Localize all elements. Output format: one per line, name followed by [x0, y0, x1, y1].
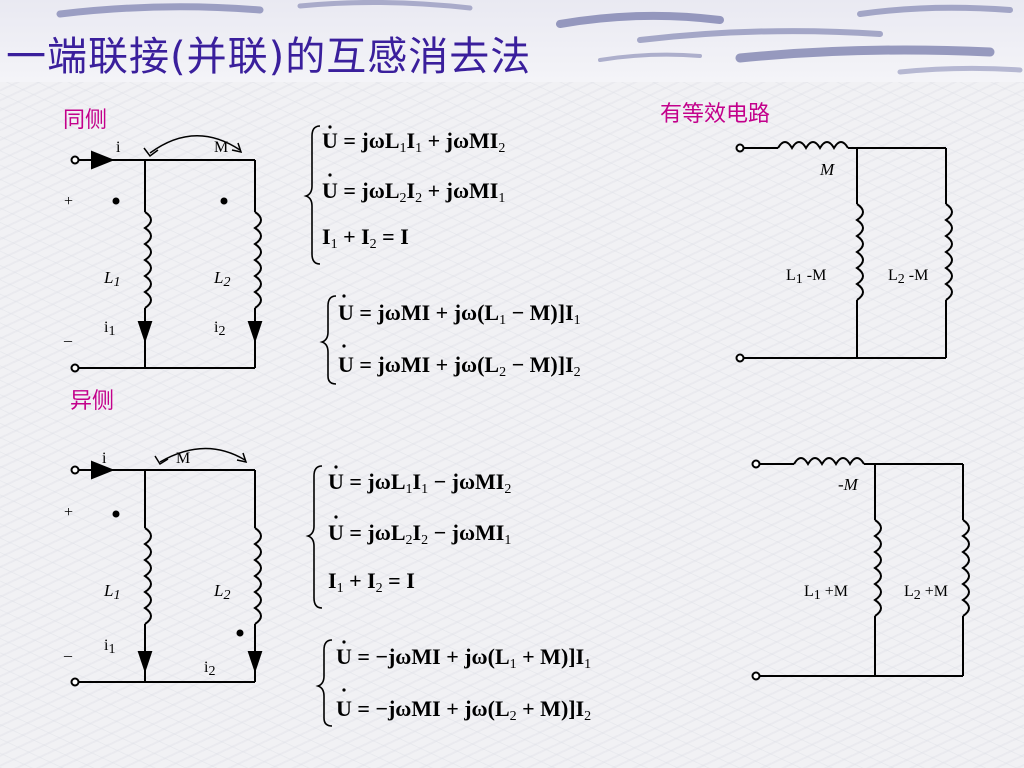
inductor-L1-coil	[143, 211, 152, 309]
inductor-L1-plusM-coil	[873, 519, 882, 617]
label-series-negM: -M	[838, 475, 859, 494]
inductor-L2-coil-bottom	[253, 527, 262, 625]
label-i2: i2	[214, 319, 225, 339]
dot-mark-L2-bottom	[236, 629, 244, 637]
equation-top-a3: I1 + I2 = I	[322, 224, 409, 252]
circuit-opposite-side	[70, 447, 263, 687]
current-arrow-i	[91, 150, 115, 170]
inductor-L2-M-coil	[944, 203, 953, 301]
label-minus-bottom: _	[63, 642, 73, 659]
dot-mark-L1	[112, 197, 120, 205]
inductor-L2-coil	[253, 211, 262, 309]
equation-top-a1: U = jωL1I1 + jωMI2	[322, 128, 505, 156]
equation-bottom-a1: U = jωL1I1 − jωMI2	[328, 469, 511, 497]
mutual-arc-top	[149, 134, 241, 154]
mutual-arc-bottom	[159, 447, 246, 463]
equation-top-a2: U = jωL2I2 + jωMI1	[322, 178, 505, 206]
current-arrow-i-bottom	[91, 460, 115, 480]
equation-braces	[303, 125, 337, 727]
label-equivalent-circuit: 有等效电路	[660, 102, 771, 127]
label-L1-bottom: L1	[103, 581, 120, 603]
page-title: 一端联接(并联)的互感消去法	[6, 34, 532, 80]
current-arrow-i2-bottom	[247, 651, 263, 674]
label-same-side: 同侧	[63, 108, 108, 133]
equivalent-circuit-bottom	[751, 457, 970, 681]
label-minus: _	[63, 327, 73, 344]
label-L2: L2	[213, 268, 230, 290]
label-plus-bottom: +	[64, 504, 73, 521]
label-i2-bottom: i2	[204, 659, 215, 679]
series-inductor-M-coil	[777, 141, 849, 150]
label-L2-plus-M: L2 +M	[904, 583, 948, 603]
label-L2-bottom: L2	[213, 581, 230, 603]
inductor-L1-M-coil	[855, 203, 864, 301]
label-opposite-side: 异侧	[70, 389, 115, 414]
header-band	[0, 0, 1024, 82]
label-L2-minus-M: L2 -M	[888, 267, 928, 287]
dot-mark-L1-bottom	[112, 510, 120, 518]
equation-top-b1: U = jωMI + jω(L1 − M)]I1	[338, 300, 581, 328]
label-series-M: M	[819, 160, 835, 179]
current-arrow-i2	[247, 321, 263, 344]
label-M: M	[214, 139, 228, 156]
equation-bottom-b2: U = −jωMI + jω(L2 + M)]I2	[336, 696, 591, 724]
label-i1-bottom: i1	[104, 637, 115, 657]
label-L1: L1	[103, 268, 120, 290]
label-plus: +	[64, 193, 73, 210]
equation-bottom-b1: U = −jωMI + jω(L1 + M)]I1	[336, 644, 591, 672]
phasor-dots	[328, 125, 346, 692]
equation-top-b2: U = jωMI + jω(L2 − M)]I2	[338, 352, 581, 380]
terminal-top-1	[70, 155, 80, 165]
decorative-swoosh	[56, 0, 1023, 75]
circuit-same-side	[70, 134, 263, 373]
current-arrow-i1-bottom	[137, 651, 153, 674]
equation-bottom-a2: U = jωL2I2 − jωMI1	[328, 520, 511, 548]
current-arrow-i1	[137, 321, 153, 344]
equivalent-circuit-top	[735, 141, 953, 363]
label-L1-minus-M: L1 -M	[786, 267, 826, 287]
label-L1-plus-M: L1 +M	[804, 583, 848, 603]
inductor-L1-coil-bottom	[143, 527, 152, 625]
label-i: i	[116, 139, 121, 156]
dot-mark-L2	[220, 197, 228, 205]
terminal-top-2	[70, 363, 80, 373]
label-i1: i1	[104, 319, 115, 339]
label-i-bottom: i	[102, 450, 107, 467]
series-inductor-negM-coil	[793, 457, 865, 466]
terminal-bottom-1	[70, 465, 80, 475]
equation-bottom-a3: I1 + I2 = I	[328, 568, 415, 596]
terminal-bottom-2	[70, 677, 80, 687]
inductor-L2-plusM-coil	[961, 519, 970, 617]
label-M-bottom: M	[176, 450, 190, 467]
